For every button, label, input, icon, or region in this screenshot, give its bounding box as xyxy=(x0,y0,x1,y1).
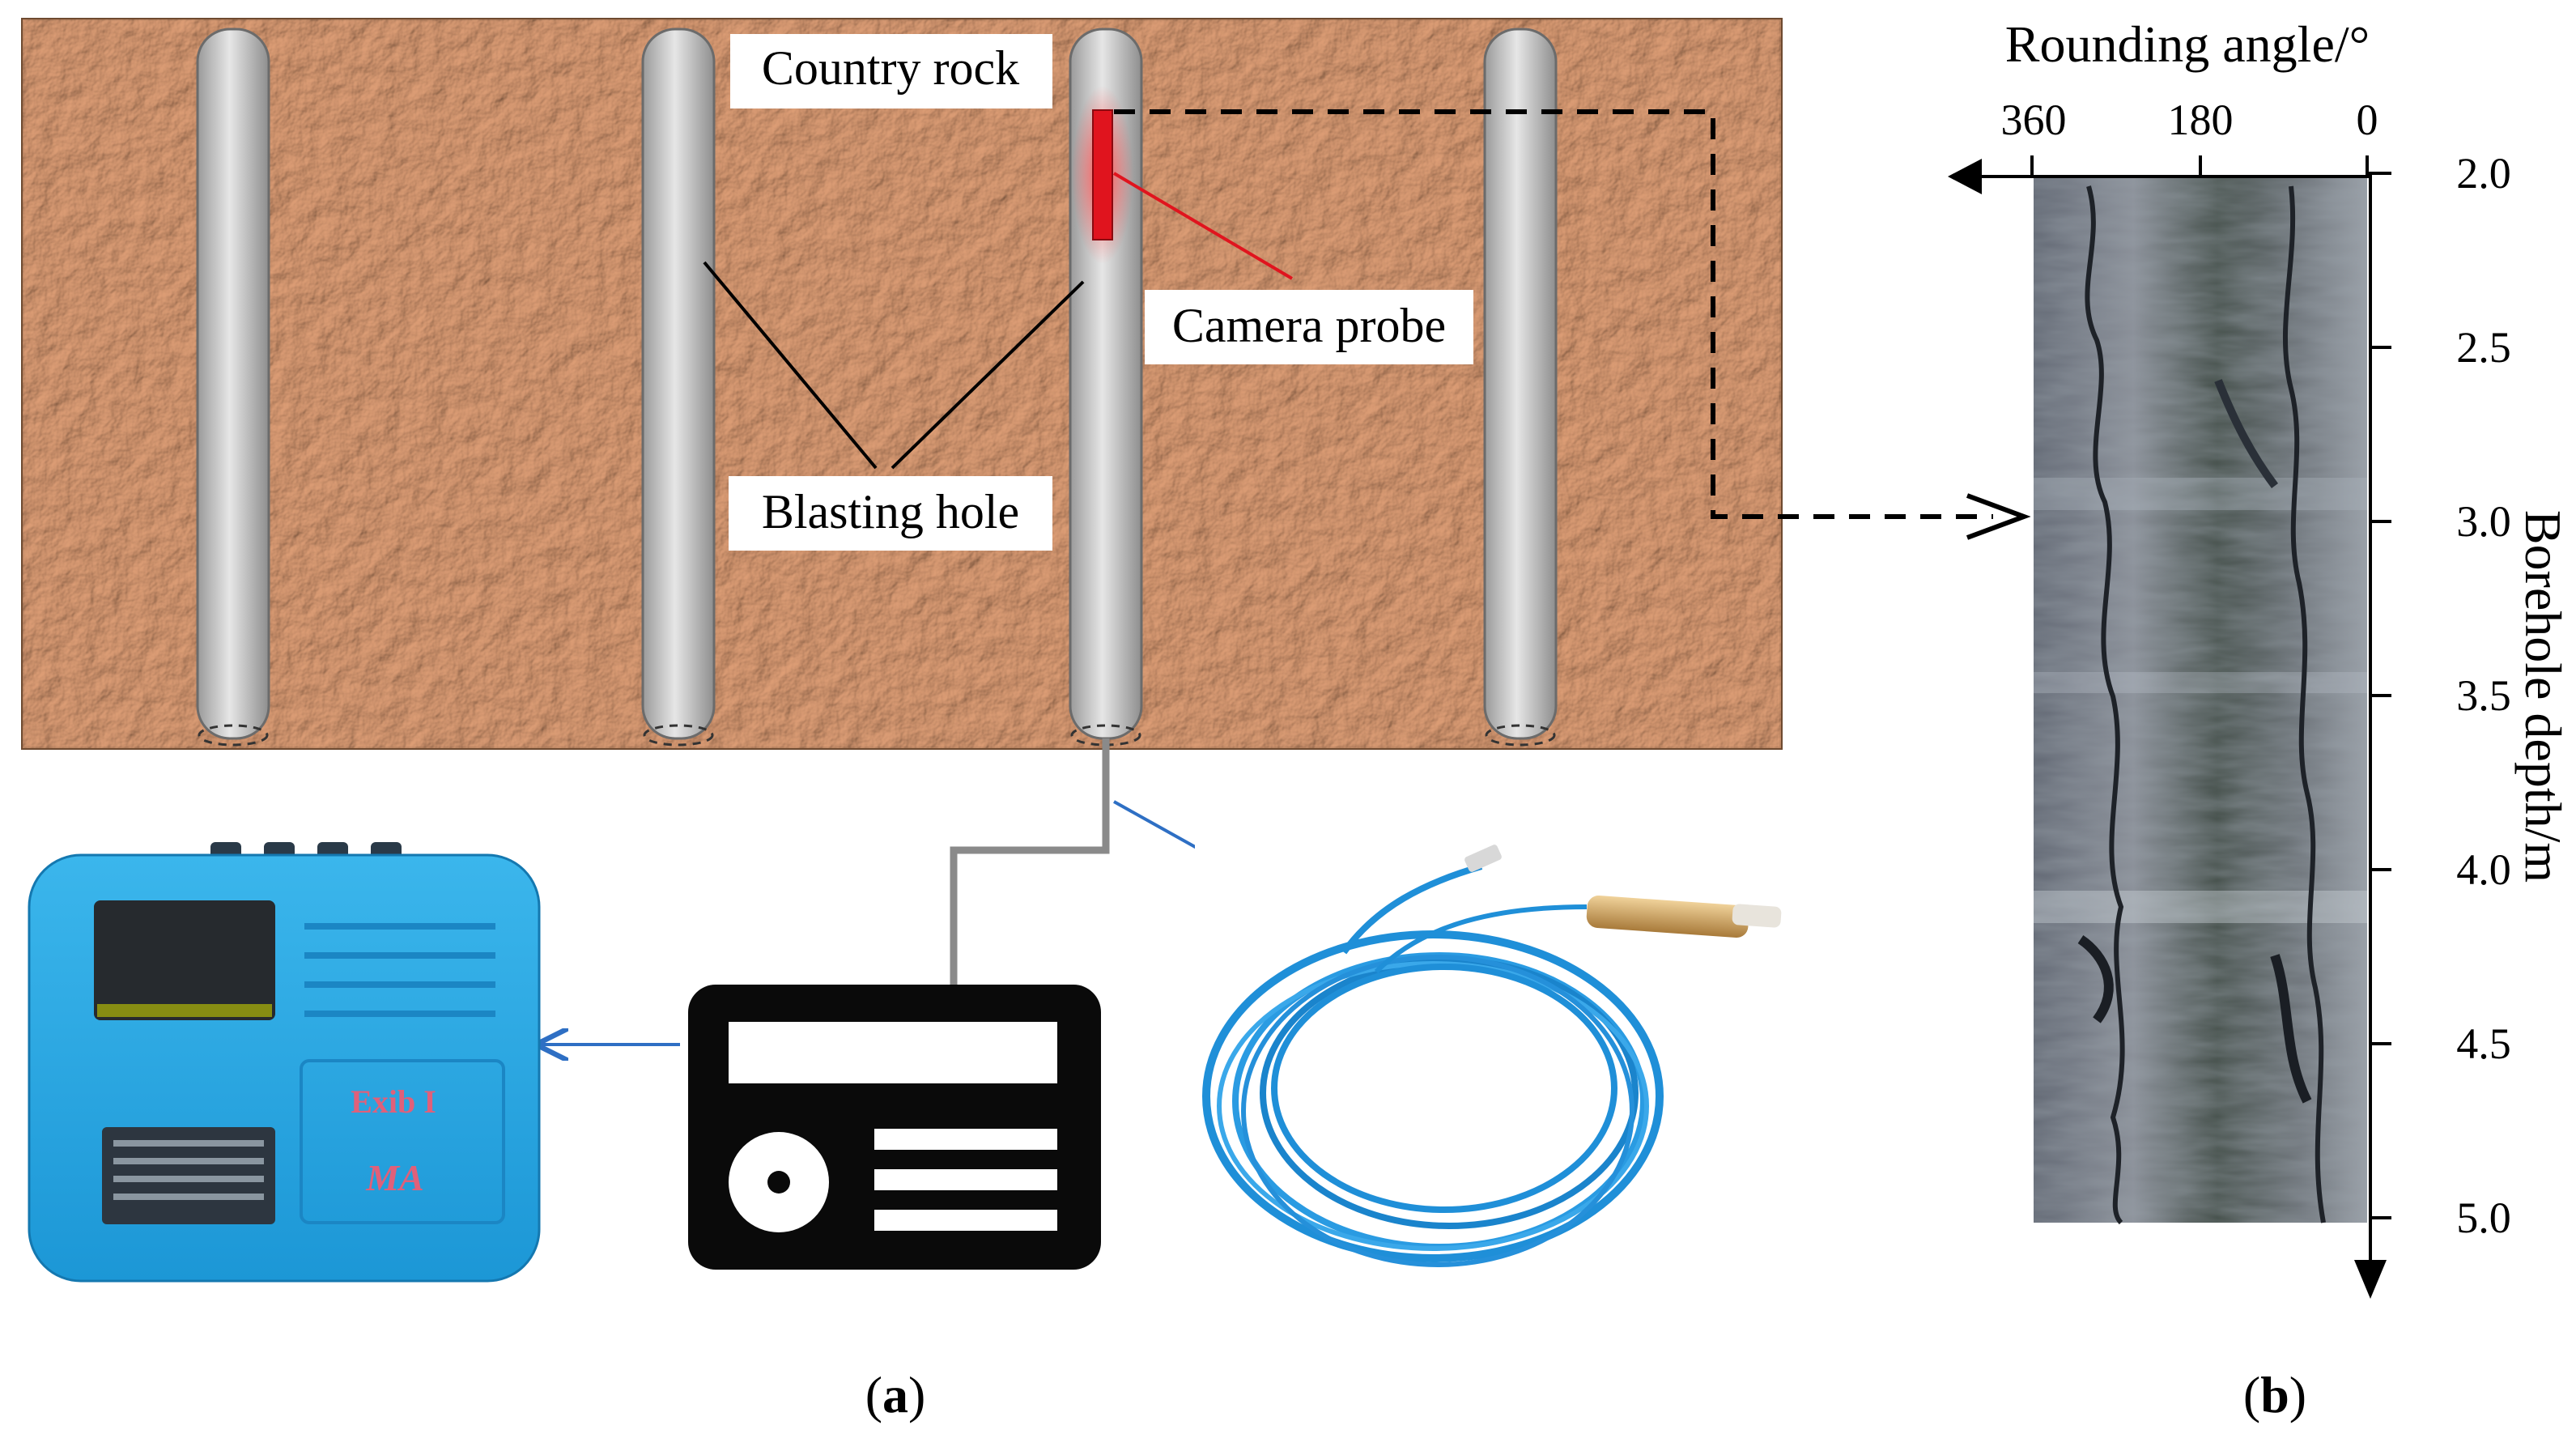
y-tick-label: 3.5 xyxy=(2456,671,2511,720)
y-tick-label: 4.0 xyxy=(2456,845,2511,894)
caption-b-letter: b xyxy=(2260,1366,2289,1423)
y-tick-label: 5.0 xyxy=(2456,1194,2511,1242)
caption-a: (a) xyxy=(865,1366,926,1423)
panel-a: Country rock Camera probe Blasting hole xyxy=(21,18,2031,1423)
country-rock-label: Country rock xyxy=(730,34,1052,109)
blasting-hole-4 xyxy=(1483,28,1558,747)
caption-b: (b) xyxy=(2243,1366,2306,1423)
x-tick-label: 180 xyxy=(2168,96,2234,144)
blasting-hole-1 xyxy=(196,28,270,747)
probe-cable-coil xyxy=(1195,810,1794,1279)
y-tick-label: 4.5 xyxy=(2456,1019,2511,1068)
panel-b: 360 180 0 Rounding angle/° 2.0 2.5 3.0 3.5 4… xyxy=(1948,15,2572,1423)
y-tick-label: 2.5 xyxy=(2456,323,2511,372)
x-tick-label: 360 xyxy=(2001,96,2067,144)
blasting-hole-2 xyxy=(641,28,716,747)
x-tick-label: 0 xyxy=(2357,96,2378,144)
y-tick-label: 2.0 xyxy=(2456,149,2511,198)
monitoring-device: Exib I MA xyxy=(28,842,541,1283)
camera-probe xyxy=(1072,86,1133,264)
device-brand-text: Exib I xyxy=(351,1083,436,1120)
recorder-icon xyxy=(688,985,1101,1270)
y-axis-label: Borehole depth/m xyxy=(2514,510,2572,883)
blasting-hole-text: Blasting hole xyxy=(762,485,1019,538)
dashed-connector xyxy=(1114,109,2031,540)
device-model-text: MA xyxy=(365,1157,424,1198)
y-ticks: 2.0 2.5 3.0 3.5 4.0 4.5 5.0 xyxy=(2370,149,2511,1242)
x-axis-label: Rounding angle/° xyxy=(2005,15,2370,73)
y-tick-label: 3.0 xyxy=(2456,497,2511,546)
camera-probe-text: Camera probe xyxy=(1172,299,1446,352)
blasting-hole-label: Blasting hole xyxy=(703,261,1085,551)
y-axis: 2.0 2.5 3.0 3.5 4.0 4.5 5.0 Borehole depth/m xyxy=(2354,149,2572,1299)
borehole-image xyxy=(2034,177,2367,1225)
country-rock-text: Country rock xyxy=(762,41,1019,95)
x-axis: 360 180 0 Rounding angle/° xyxy=(1948,15,2378,194)
caption-a-letter: a xyxy=(882,1366,908,1423)
cable-line xyxy=(950,738,1110,991)
camera-probe-label: Camera probe xyxy=(1112,172,1473,364)
